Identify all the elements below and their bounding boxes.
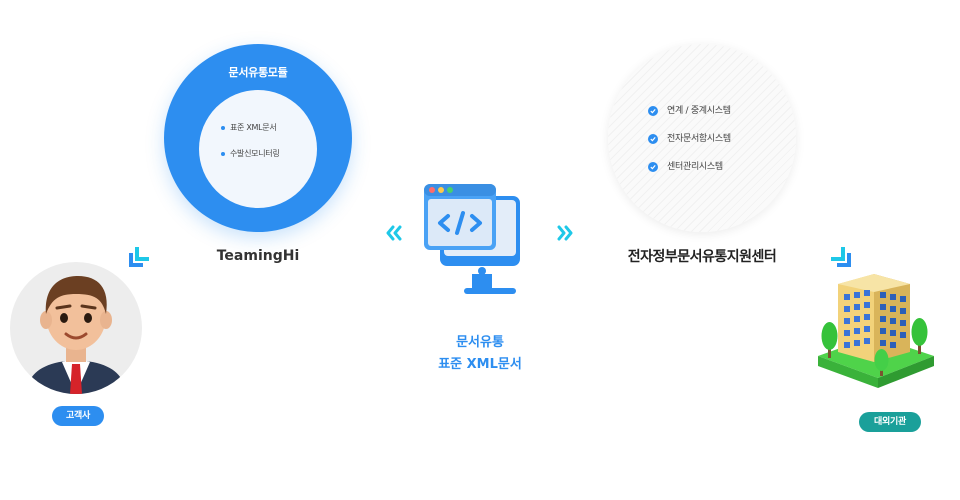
code-monitor-icon bbox=[424, 184, 520, 294]
org-badge: 대외기관 bbox=[859, 412, 921, 432]
center-item-label: 연계 / 중계시스템 bbox=[667, 106, 731, 116]
bullet-dot-icon bbox=[221, 126, 225, 130]
check-icon bbox=[648, 134, 658, 144]
center-circle: 연계 / 중계시스템 전자문서함시스템 센터관리시스템 bbox=[608, 44, 796, 232]
center-label: 전자정부문서유통지원센터 bbox=[627, 249, 777, 265]
center-item: 센터관리시스템 bbox=[648, 160, 731, 174]
check-icon bbox=[648, 162, 658, 172]
module-item: 표준 XML문서 bbox=[221, 122, 279, 134]
module-item: 수발신모니터링 bbox=[221, 148, 280, 160]
bullet-dot-icon bbox=[221, 152, 225, 156]
middle-label-line2: 표준 XML문서 bbox=[438, 357, 522, 372]
middle-label-line1: 문서유통 bbox=[456, 335, 504, 350]
center-item: 전자문서함시스템 bbox=[648, 132, 731, 146]
module-item-label: 수발신모니터링 bbox=[230, 149, 280, 158]
module-title: 문서유통모듈 bbox=[228, 66, 288, 79]
double-chevron-right-icon bbox=[557, 225, 573, 241]
middle-label: 문서유통 표준 XML문서 bbox=[410, 332, 550, 376]
client-avatar bbox=[10, 262, 142, 394]
corner-arrow-icon bbox=[129, 247, 149, 267]
module-list: 표준 XML문서 수발신모니터링 bbox=[221, 122, 280, 174]
corner-arrow-icon bbox=[831, 247, 851, 267]
module-item-label: 표준 XML문서 bbox=[230, 123, 277, 132]
double-chevron-left-icon bbox=[386, 225, 402, 241]
check-icon bbox=[648, 106, 658, 116]
module-circle: 문서유통모듈 표준 XML문서 수발신모니터링 bbox=[164, 44, 352, 232]
center-item-label: 센터관리시스템 bbox=[667, 162, 723, 172]
center-item: 연계 / 중계시스템 bbox=[648, 104, 731, 118]
businessman-icon bbox=[26, 276, 126, 394]
building-icon bbox=[818, 274, 934, 388]
module-inner-circle: 표준 XML문서 수발신모니터링 bbox=[199, 90, 317, 208]
center-item-label: 전자문서함시스템 bbox=[667, 134, 731, 144]
center-list: 연계 / 중계시스템 전자문서함시스템 센터관리시스템 bbox=[648, 104, 731, 188]
teaminghi-label: TeamingHi bbox=[216, 248, 300, 264]
client-badge: 고객사 bbox=[52, 406, 104, 426]
